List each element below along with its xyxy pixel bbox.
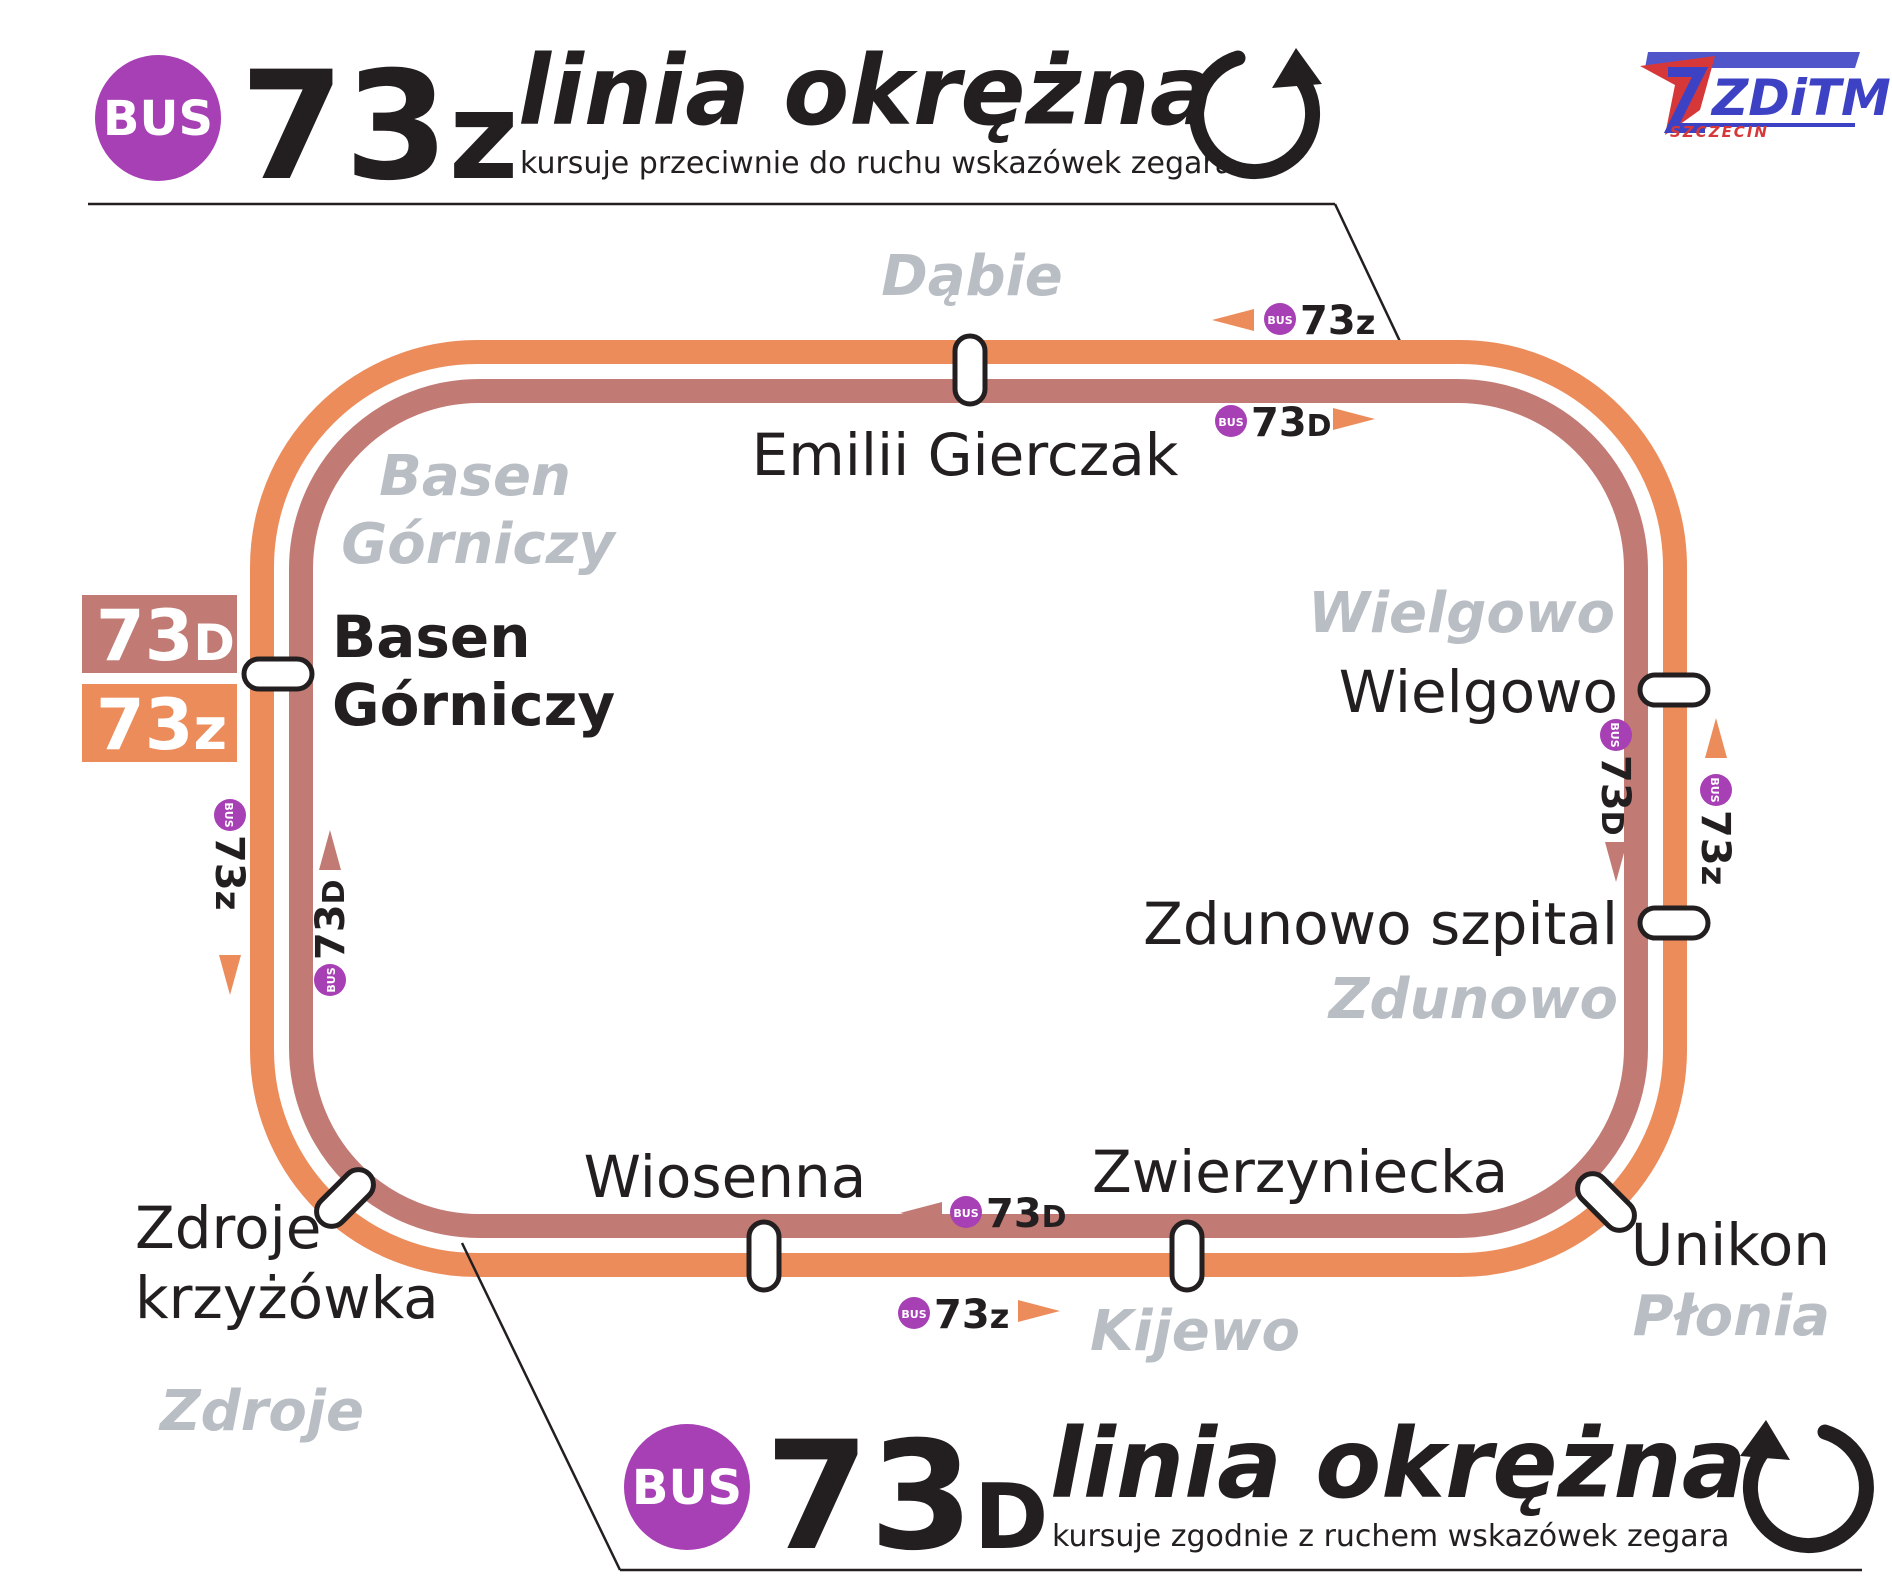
district-plonia: Płonia (1633, 1284, 1830, 1349)
stop-name-wielgowo: Wielgowo (1339, 658, 1618, 726)
stop-marker-emilii (952, 333, 988, 407)
stop-marker-wielgowo (1637, 672, 1711, 708)
marker-73d-right: BUS 73D (1592, 719, 1638, 836)
svg-text:BUS: BUS (1708, 777, 1721, 802)
stop-name-zdroje-1: Zdroje (135, 1194, 321, 1262)
marker-73d-top: BUS 73D (1215, 400, 1375, 446)
marker-label: 73D (986, 1191, 1067, 1237)
marker-73z-bottom: BUS 73z (898, 1292, 1060, 1338)
district-kijewo: Kijewo (1090, 1299, 1300, 1364)
svg-text:BUS: BUS (222, 802, 235, 827)
marker-label: 73D (1592, 755, 1638, 836)
direction-arrow-right-icon (1018, 1300, 1060, 1322)
svg-text:BUS: BUS (1218, 416, 1243, 429)
svg-text:BUS: BUS (1267, 314, 1292, 327)
svg-text:BUS: BUS (901, 1308, 926, 1321)
line-title: linia okrężna (1050, 1408, 1747, 1520)
direction-arrow-down-icon (1605, 842, 1627, 882)
mini-bus-badge (214, 799, 246, 831)
stop-name-zwierzyniecka: Zwierzyniecka (1092, 1138, 1508, 1206)
marker-label: 73z (206, 835, 252, 910)
mini-bus-badge (314, 964, 346, 996)
stop-marker-zdunowo (1637, 905, 1711, 941)
line-subtitle: kursuje przeciwnie do ruchu wskazówek ze… (520, 146, 1233, 181)
badge-73d (82, 595, 237, 673)
direction-arrow-up-icon (319, 830, 341, 870)
svg-text:BUS: BUS (953, 1207, 978, 1220)
stop-marker-basen (241, 656, 315, 692)
stop-marker-wiosenna (746, 1219, 782, 1293)
stop-name-basen-2: Górniczy (332, 671, 615, 739)
marker-73z-right: BUS 73z (1692, 774, 1738, 885)
direction-arrow-left-icon (900, 1202, 942, 1224)
svg-text:BUS: BUS (1608, 722, 1621, 747)
bus-badge (624, 1424, 750, 1550)
line-subtitle: kursuje zgodnie z ruchem wskazówek zegar… (1052, 1519, 1729, 1554)
bus-badge-label: BUS (632, 1460, 742, 1516)
district-basen-1: Basen (379, 444, 571, 509)
bus-badge-label: BUS (103, 91, 213, 147)
stop-name-zdunowo: Zdunowo szpital (1143, 890, 1618, 958)
district-wielgowo: Wielgowo (1308, 581, 1615, 646)
direction-arrow-right-icon (1333, 408, 1375, 430)
district-zdroje: Zdroje (158, 1379, 364, 1444)
clockwise-arrow-icon (1740, 1420, 1874, 1554)
badge-73z-label: 73z (96, 684, 227, 766)
marker-label: 73D (1251, 400, 1332, 446)
marker-label: 73D (308, 879, 354, 960)
stop-markers (241, 333, 1711, 1293)
stop-marker-zdroje (314, 1167, 376, 1229)
marker-label: 73z (934, 1292, 1009, 1338)
marker-label: 73z (1692, 810, 1738, 885)
header-73z: BUS 73z linia okrężna kursuje przeciwnie… (88, 35, 1407, 353)
line-title: linia okrężna (518, 35, 1215, 147)
badge-73d-label: 73D (96, 595, 235, 677)
stop-marker-zwierzyniecka (1169, 1219, 1205, 1293)
stop-name-basen-1: Basen (332, 603, 531, 671)
mini-bus-badge (950, 1196, 982, 1228)
direction-arrow-left-icon (1212, 309, 1254, 331)
stop-labels: Emilii Gierczak Basen Górniczy Wielgowo … (135, 421, 1830, 1332)
mini-bus-badge (1700, 774, 1732, 806)
stop-name-unikon: Unikon (1631, 1211, 1830, 1279)
direction-arrow-down-icon (219, 955, 241, 995)
district-dabie: Dąbie (881, 244, 1063, 309)
line-number: 73D (765, 1410, 1048, 1584)
mini-bus-badge (1215, 405, 1247, 437)
mini-bus-badge (1264, 303, 1296, 335)
district-labels: Dąbie Basen Górniczy Wielgowo Zdunowo Pł… (158, 244, 1830, 1444)
header-leader (1333, 203, 1407, 353)
zditm-logo: ZDiTM SZCZECIN (1640, 52, 1891, 141)
bus-badge (95, 55, 221, 181)
mini-bus-badge (1600, 719, 1632, 751)
badge-73z (82, 684, 237, 762)
logo-name: ZDiTM (1710, 69, 1891, 127)
marker-73z-top: BUS 73z (1212, 298, 1375, 344)
direction-arrow-up-icon (1705, 718, 1727, 758)
counterclockwise-arrow-icon (1189, 48, 1322, 180)
marker-label: 73z (1300, 298, 1375, 344)
marker-73d-left: BUS 73D (308, 879, 354, 996)
terminus-badges: 73D 73z (82, 595, 237, 766)
stop-name-zdroje-2: krzyżówka (135, 1264, 439, 1332)
marker-73d-bottom: BUS 73D (900, 1191, 1067, 1237)
stop-name-emilii: Emilii Gierczak (752, 421, 1179, 489)
mini-bus-badge (898, 1297, 930, 1329)
marker-73z-left: 73z BUS (206, 799, 252, 910)
svg-text:BUS: BUS (325, 967, 338, 992)
district-zdunowo: Zdunowo (1327, 967, 1618, 1032)
logo-city: SZCZECIN (1670, 123, 1769, 141)
header-leader (460, 1242, 622, 1571)
header-73d: BUS 73D linia okrężna kursuje zgodnie z … (460, 1242, 1874, 1584)
stop-marker-unikon (1575, 1171, 1637, 1233)
district-basen-2: Górniczy (341, 512, 617, 577)
stop-name-wiosenna: Wiosenna (584, 1143, 867, 1211)
line-number: 73z (240, 40, 519, 214)
